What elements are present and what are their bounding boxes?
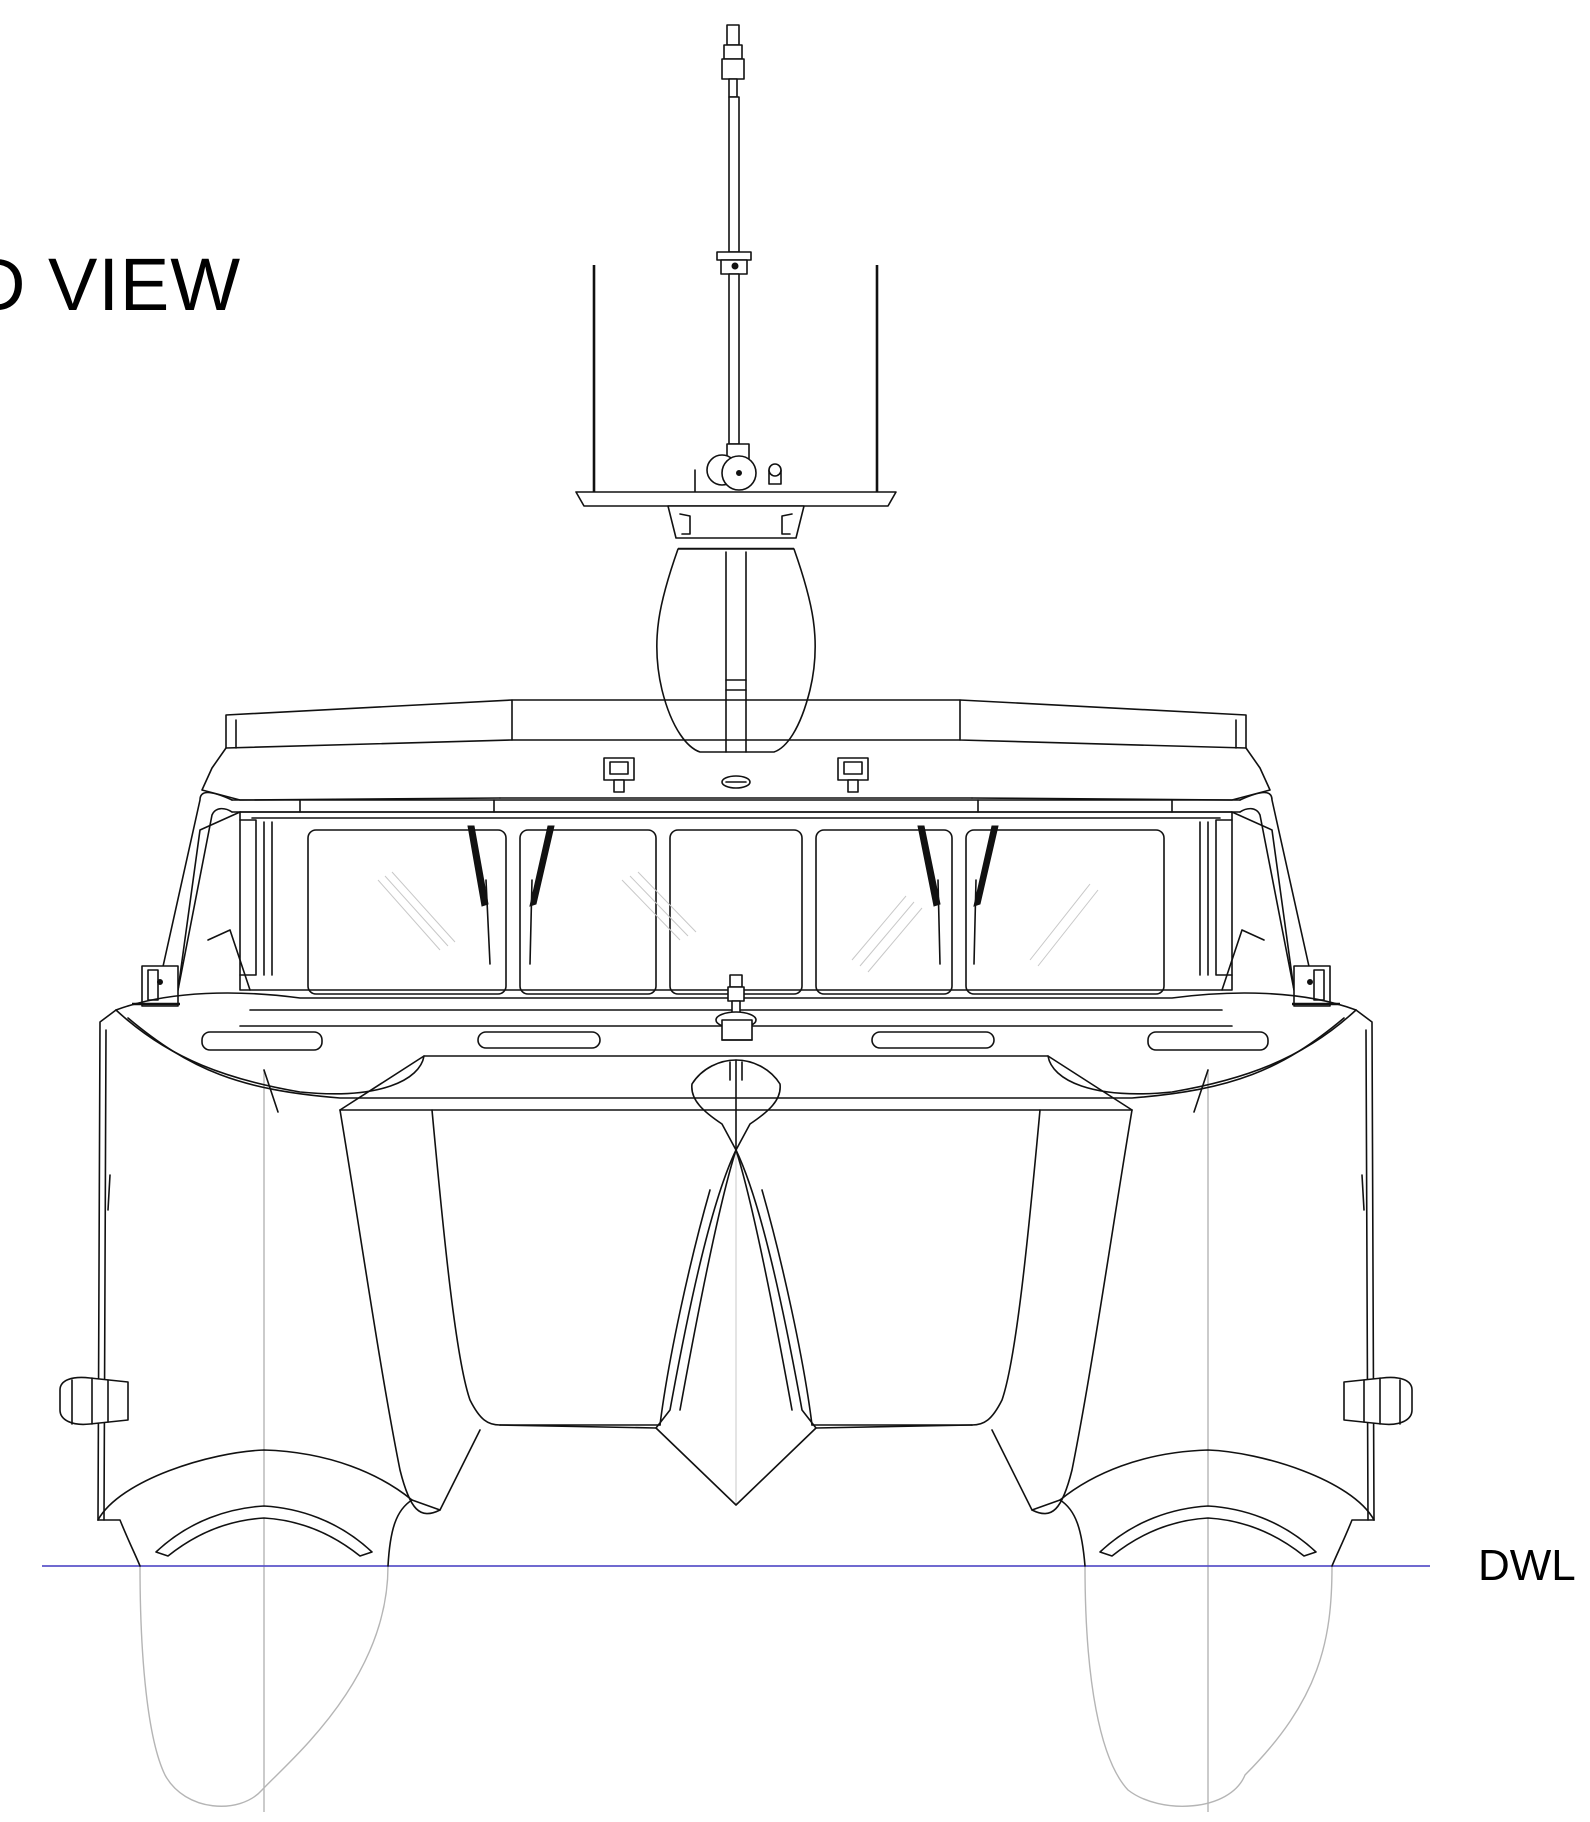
- windscreen: [239, 811, 1233, 995]
- foredeck: [115, 974, 1357, 1151]
- cabin-roof: [201, 699, 1271, 801]
- underwater-hulls: [139, 1070, 1333, 1812]
- waterline-label: DWL: [1478, 1541, 1576, 1590]
- hull-body: [59, 1009, 1413, 1567]
- handrail: [159, 791, 1313, 991]
- view-title: D VIEW: [0, 243, 242, 326]
- cabin-sides: [132, 811, 1340, 1007]
- mast: [575, 24, 897, 753]
